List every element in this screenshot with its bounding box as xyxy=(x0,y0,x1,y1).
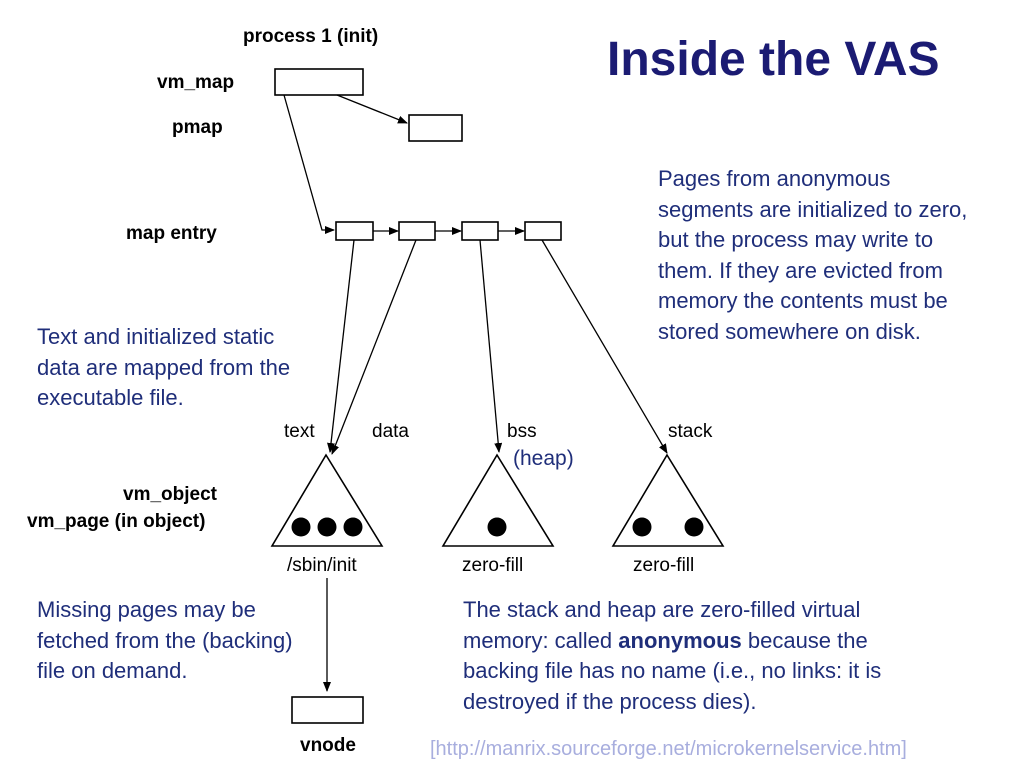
map-entry-box-bss xyxy=(461,221,499,241)
note-text-data: Text and initialized static data are map… xyxy=(37,324,291,410)
process-label: process 1 (init) xyxy=(243,26,378,47)
vm-map-to-entry-arrow xyxy=(283,94,335,234)
vm-map-to-pmap-arrow xyxy=(336,94,408,124)
vm-page-label: vm_page (in object) xyxy=(27,511,205,532)
map-entry-label: map entry xyxy=(126,223,217,244)
source-link[interactable]: [http://manrix.sourceforge.net/microkern… xyxy=(430,738,907,760)
page-dot xyxy=(317,517,337,537)
page-dot xyxy=(632,517,652,537)
vm-object-zero-fill-heap xyxy=(441,453,555,547)
note-zero-fill: The stack and heap are zero-filled virtu… xyxy=(463,595,933,717)
note-missing-pages: Missing pages may be fetched from the (b… xyxy=(37,597,293,683)
vnode-label: vnode xyxy=(300,735,356,756)
bss-arrow xyxy=(479,239,503,453)
text-arrow xyxy=(327,239,355,453)
bss-segment-label: bss xyxy=(507,421,537,442)
map-entry-box-data xyxy=(398,221,436,241)
vm-map-box xyxy=(274,68,364,96)
zero-fill-label-1: zero-fill xyxy=(462,555,523,576)
pmap-label: pmap xyxy=(172,117,223,138)
note-zero-fill-bold: anonymous xyxy=(618,627,742,653)
zero-fill-label-2: zero-fill xyxy=(633,555,694,576)
note-zero-fill-part-a: The stack and heap are zero-filled virtu… xyxy=(463,597,861,653)
page-dot xyxy=(684,517,704,537)
note-anonymous-pages: Pages from anonymous segments are initia… xyxy=(658,166,968,344)
page-title: Inside the VAS xyxy=(607,33,940,86)
stack-segment-label: stack xyxy=(668,421,713,442)
data-arrow xyxy=(331,239,417,455)
page-dot xyxy=(343,517,363,537)
vnode-box xyxy=(291,696,364,724)
page-dot xyxy=(291,517,311,537)
page-dot xyxy=(487,517,507,537)
text-segment-label: text xyxy=(284,421,315,442)
vm-object-zero-fill-stack xyxy=(611,453,725,547)
pmap-box xyxy=(408,114,463,142)
stack-arrow xyxy=(541,239,668,454)
sbin-init-label: /sbin/init xyxy=(287,555,357,576)
data-segment-label: data xyxy=(372,421,409,442)
note-zero-fill-part-b: because the backing file has no name (i.… xyxy=(463,627,882,714)
map-entry-box-text xyxy=(335,221,374,241)
heap-label: (heap) xyxy=(513,447,574,470)
vm-map-label: vm_map xyxy=(157,72,234,93)
vm-object-label: vm_object xyxy=(123,484,218,505)
map-entry-box-stack xyxy=(524,221,562,241)
